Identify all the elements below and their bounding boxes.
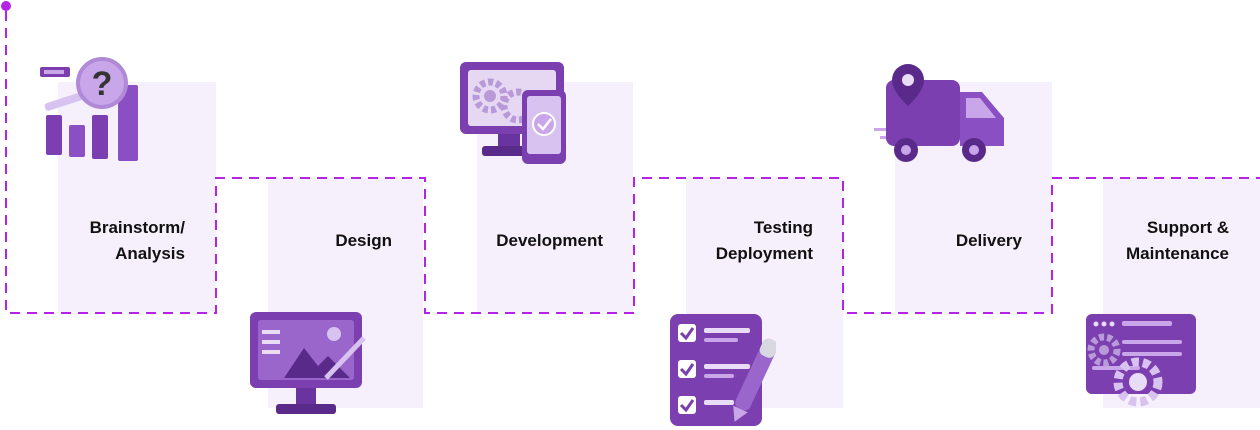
design-monitor-pen-icon: [250, 312, 366, 414]
delivery-truck-location-icon: [874, 64, 1004, 162]
start-dot: [1, 1, 11, 11]
step-label-development: Development: [496, 231, 603, 250]
step-label-delivery: Delivery: [955, 231, 1022, 250]
testing-checklist-pen-icon: [670, 314, 776, 426]
support-monitor-gears-icon: [1086, 314, 1196, 407]
connector-line: [5, 11, 1260, 314]
svg-text:?: ?: [92, 65, 113, 103]
development-monitor-gears-icon: [460, 62, 566, 164]
analysis-chart-magnifier-icon: ?: [40, 57, 138, 161]
step-label-design: Design: [335, 231, 392, 250]
step-label-brainstorm: Brainstorm/Analysis: [89, 218, 185, 263]
step-label-support: Support &Maintenance: [1126, 218, 1229, 263]
